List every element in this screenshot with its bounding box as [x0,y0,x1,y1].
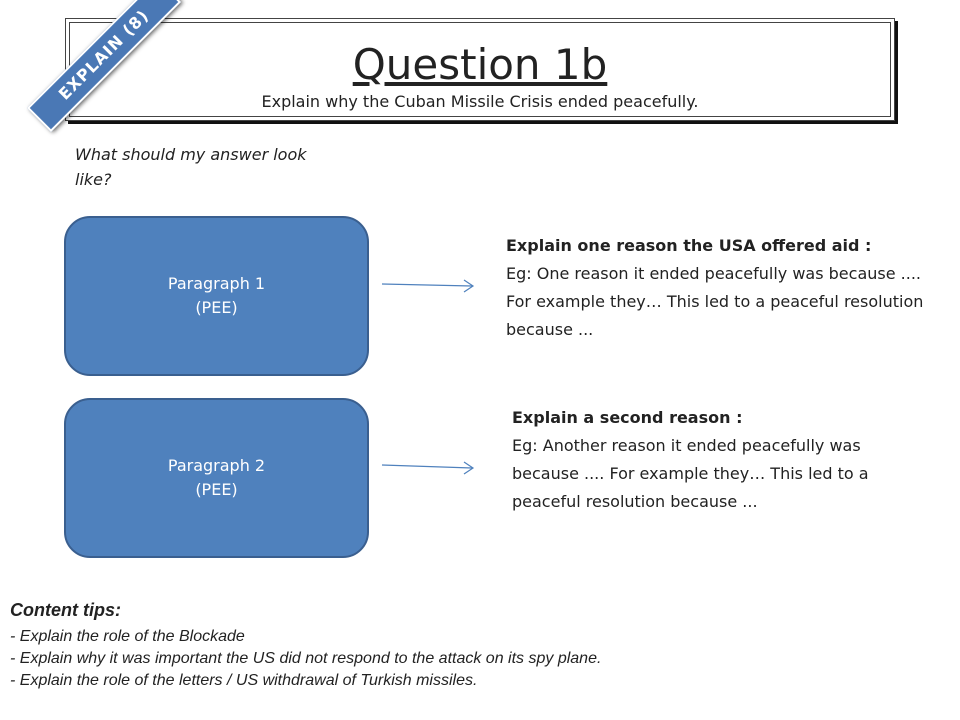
paragraph-2-subtitle: (PEE) [195,480,238,499]
paragraph-1-explanation: Explain one reason the USA offered aid :… [506,232,926,344]
paragraph-2-title: Paragraph 2 [167,456,266,475]
arrow-right-icon [381,279,475,293]
answer-hint: What should my answer look like? [75,145,307,189]
question-title-box: Question 1b Explain why the Cuban Missil… [65,18,895,121]
content-tips-heading: Content tips: [10,600,121,620]
arrow-right-icon [381,461,475,475]
paragraph-2-explain-heading: Explain a second reason : [512,408,743,427]
question-subtitle: Explain why the Cuban Missile Crisis end… [261,92,699,111]
paragraph-2-box: Paragraph 2 (PEE) [64,398,369,558]
content-tip-item: - Explain why it was important the US di… [10,650,602,667]
content-tips: Content tips: - Explain the role of the … [10,598,910,692]
content-tip-item: - Explain the role of the Blockade [10,628,245,645]
paragraph-1-explain-body: Eg: One reason it ended peacefully was b… [506,264,924,339]
page-title: Question 1b [352,40,608,89]
paragraph-1-subtitle: (PEE) [195,298,238,317]
paragraph-1-explain-heading: Explain one reason the USA offered aid : [506,236,872,255]
paragraph-1-box: Paragraph 1 (PEE) [64,216,369,376]
paragraph-2-explanation: Explain a second reason : Eg: Another re… [512,404,912,516]
paragraph-1-title: Paragraph 1 [167,274,266,293]
content-tip-item: - Explain the role of the letters / US w… [10,672,478,689]
paragraph-2-explain-body: Eg: Another reason it ended peacefully w… [512,436,869,511]
